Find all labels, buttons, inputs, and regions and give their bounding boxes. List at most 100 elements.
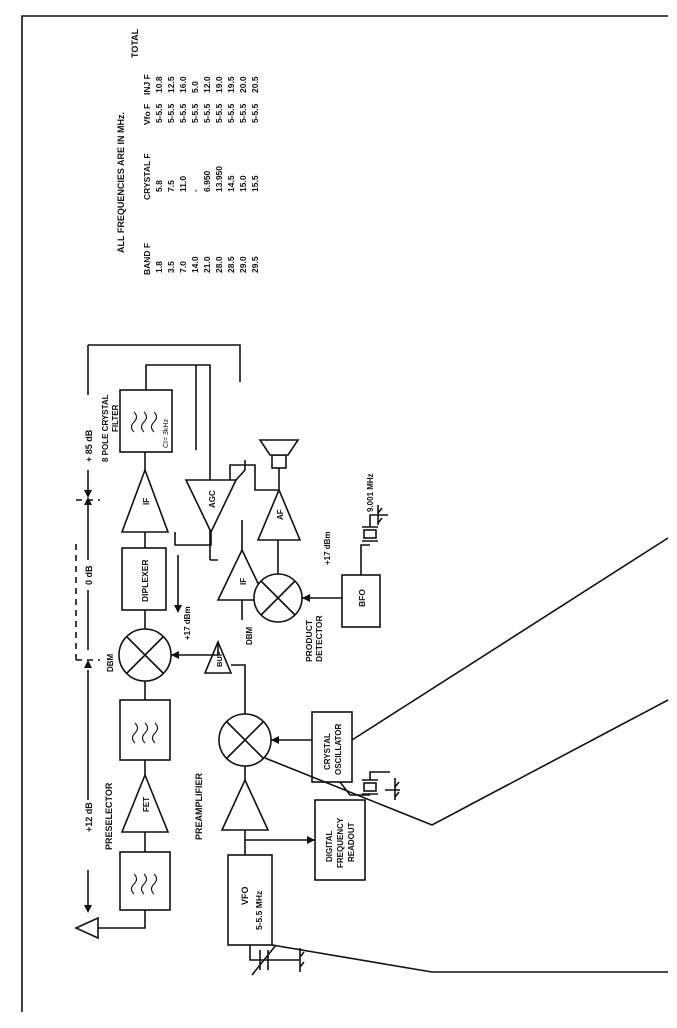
- table-cell: 5-5.5: [202, 103, 212, 123]
- table-cell: 5-5.5: [226, 103, 236, 123]
- fet-label: FET: [142, 797, 151, 812]
- if2-label: IF: [239, 578, 248, 585]
- vfo-variable-capacitor-icon: [251, 944, 305, 976]
- crystal-oscillator-block: CRYSTAL OSCILLATOR: [311, 711, 353, 783]
- table-cell: 5.0: [190, 81, 200, 93]
- table-cell: 29.0: [238, 256, 248, 273]
- dfr-line3: READOUT: [347, 822, 356, 862]
- dbm2-label: DBM: [245, 626, 254, 645]
- frequency-table: ALL FREQUENCIES ARE IN MHz. TOTAL BAND F…: [116, 28, 260, 275]
- vfo-range-label: 5-5.5 MHz: [254, 891, 264, 930]
- fet-amplifier: FET: [120, 772, 170, 833]
- table-cell: 19.5: [226, 76, 236, 93]
- crystal-filter-block: CI= 3kHz: [119, 389, 173, 453]
- table-cell: 19.0: [214, 76, 224, 93]
- digital-frequency-readout-block: DIGITAL FREQUENCY READOUT: [314, 799, 366, 881]
- product-detector-line2: DETECTOR: [314, 615, 324, 662]
- bfo-block: BFO: [341, 574, 381, 628]
- table-title: ALL FREQUENCIES ARE IN MHz.: [116, 112, 126, 253]
- speaker-icon: [258, 439, 300, 469]
- table-cell: 6.950: [202, 170, 212, 192]
- dbm1-label: DBM: [106, 653, 115, 672]
- filter-bw-label: CI= 3kHz: [163, 419, 170, 448]
- crystal-osc-line1: CRYSTAL: [323, 733, 332, 770]
- table-cell: 29.5: [250, 256, 260, 273]
- table-cell: 15.5: [250, 175, 260, 192]
- table-cell: 13.950: [214, 166, 224, 192]
- table-cell: 16.0: [178, 76, 188, 93]
- table-cell: 21.0: [202, 256, 212, 273]
- table-cell: 5-5.5: [250, 103, 260, 123]
- dbm-mixer-1: [118, 628, 172, 682]
- preamplifier-label: PREAMPLIFIER: [194, 772, 204, 840]
- crystal-osc-line2: OSCILLATOR: [334, 724, 343, 775]
- af-label: AF: [276, 509, 285, 520]
- table-cell: 5-5.5: [214, 103, 224, 123]
- table-cell: 14.0: [190, 256, 200, 273]
- diplexer-label: DIPLEXER: [140, 559, 150, 602]
- oscillator-crystal-icon: [339, 771, 400, 800]
- af-amplifier: AF: [256, 487, 302, 541]
- zero-db-label: 0 dB: [84, 565, 94, 585]
- table-cell: 5-5.5: [190, 103, 200, 123]
- bfo-label: BFO: [357, 589, 367, 607]
- page-frame: [21, 15, 668, 1012]
- antenna-icon: [74, 910, 146, 940]
- preselector-filter-2: [119, 699, 171, 761]
- lo-mixer: [218, 713, 272, 767]
- table-cell: 3.5: [166, 261, 176, 273]
- if-amplifier-1: IF: [120, 467, 170, 533]
- plus85-db-label: + 85 dB: [84, 429, 94, 462]
- table-total-header: TOTAL: [130, 28, 140, 58]
- table-cell: 20.5: [250, 76, 260, 93]
- buffer-amplifier: BUF: [203, 639, 233, 674]
- table-cell: 5-5.5: [154, 103, 164, 123]
- table-cell: 5.8: [154, 180, 164, 192]
- vfo-block: VFO 5-5.5 MHz: [227, 854, 273, 946]
- table-header: Vfo F: [142, 104, 152, 125]
- preamplifier: [220, 778, 270, 831]
- plus12-db-label: +12 dB: [84, 802, 94, 832]
- leader-line-3: [271, 944, 668, 973]
- dfr-line1: DIGITAL: [325, 830, 334, 862]
- preselector-filter-1: [119, 851, 171, 911]
- table-cell: 7.5: [166, 180, 176, 192]
- table-header: INJ F: [142, 74, 152, 95]
- plus17-dbm-label-1: +17 dBm: [183, 606, 192, 640]
- agc-amplifier: AGC: [184, 479, 238, 534]
- agc-label: AGC: [208, 490, 217, 508]
- leader-line-1: [351, 537, 669, 741]
- dbm-mixer-2: [253, 573, 303, 623]
- table-cell: 12.0: [202, 76, 212, 93]
- table-cell: 5-5.5: [238, 103, 248, 123]
- table-cell: 14.5: [226, 175, 236, 192]
- preselector-label: PRESELECTOR: [104, 782, 114, 850]
- filter-label-line1: 8 POLE CRYSTAL: [101, 394, 110, 462]
- table-cell: 11.0: [178, 176, 188, 192]
- table-cell: 5-5.5: [178, 103, 188, 123]
- buf-label: BUF: [215, 651, 224, 667]
- table-cell: 15.0: [238, 175, 248, 192]
- table-cell: 1.8: [154, 261, 164, 273]
- table-header: CRYSTAL F: [142, 153, 152, 200]
- dfr-line2: FREQUENCY: [336, 817, 345, 868]
- bfo-crystal-icon: [362, 505, 388, 542]
- bfo-freq-label: 9.001 MHz: [366, 473, 375, 512]
- table-cell: 5-5.5: [166, 103, 176, 123]
- table-cell: 10.8: [154, 76, 164, 93]
- diplexer-block: DIPLEXER: [121, 547, 167, 611]
- table-cell: 7.0: [178, 261, 188, 273]
- table-cell: 28.0: [214, 256, 224, 273]
- leader-line-2: [264, 699, 669, 826]
- filter-label-line2: FILTER: [111, 404, 120, 432]
- table-cell: 12.5: [166, 76, 176, 93]
- table-cell: -: [190, 189, 200, 192]
- vfo-label: VFO: [240, 886, 250, 905]
- table-header: BAND F: [142, 243, 152, 275]
- product-detector-line1: PRODUCT: [304, 619, 314, 662]
- table-cell: 28.5: [226, 256, 236, 273]
- table-cell: 20.0: [238, 76, 248, 93]
- if1-label: IF: [142, 498, 151, 505]
